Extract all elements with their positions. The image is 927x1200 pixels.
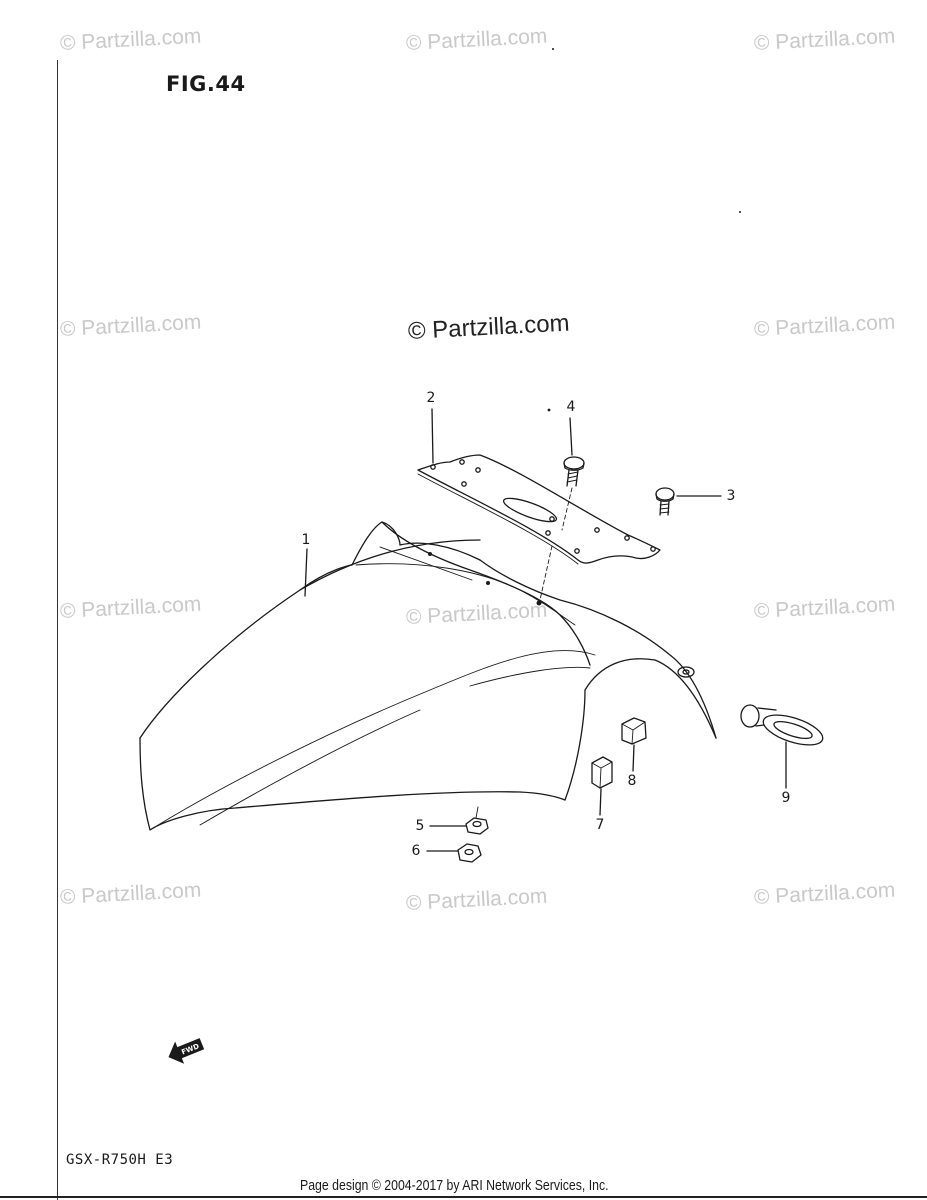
callout-4: 4 (566, 399, 576, 415)
callout-1: 1 (301, 532, 311, 548)
leader-lines (304, 48, 787, 852)
page-bottom-border (0, 1196, 927, 1198)
model-code: GSX-R750H E3 (66, 1152, 174, 1168)
front-fender-part (139, 521, 717, 831)
fender-bracket-part (417, 454, 661, 565)
callout-2: 2 (426, 390, 436, 406)
cushion-part-8 (621, 717, 647, 745)
callout-8: 8 (627, 773, 637, 789)
callout-3: 3 (726, 488, 736, 504)
screw-part-4 (561, 456, 585, 531)
fwd-arrow-icon: FWD (168, 1038, 205, 1064)
screw-part-3 (655, 487, 675, 516)
callout-9: 9 (781, 790, 791, 806)
scan-left-edge (57, 60, 58, 1200)
grommet-part-9 (740, 704, 824, 746)
callout-7: 7 (595, 817, 605, 833)
cushion-part-7 (591, 756, 613, 789)
nut-part-6 (457, 843, 482, 863)
nut-part-5 (465, 806, 489, 835)
figure-title: FIG.44 (166, 72, 246, 96)
footer-credit: Page design © 2004-2017 by ARI Network S… (300, 1177, 609, 1194)
callout-6: 6 (411, 843, 421, 859)
callout-5: 5 (415, 818, 425, 834)
